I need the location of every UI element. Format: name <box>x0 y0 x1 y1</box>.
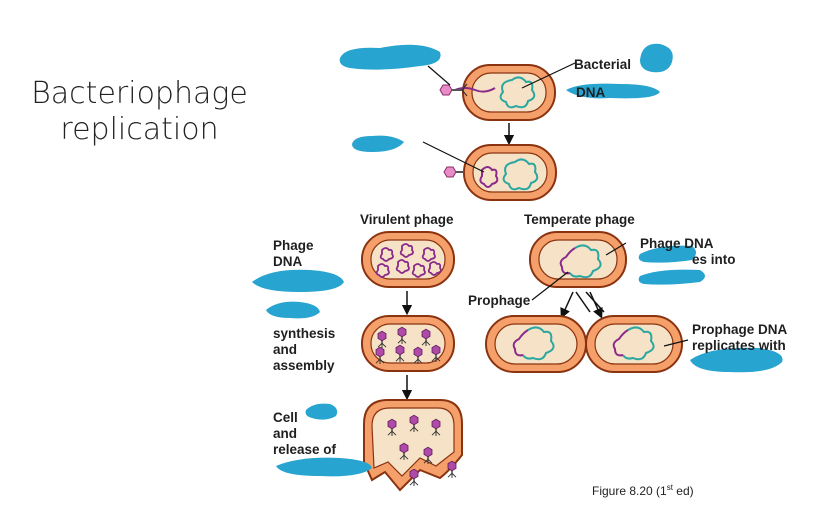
caption-text: Figure 8.20 (1 <box>592 484 667 498</box>
label-synthesis: synthesis <box>273 326 336 341</box>
label-bacterial: Bacterial <box>574 57 632 72</box>
label-and-2: and <box>273 426 298 441</box>
cell-infection <box>427 62 576 121</box>
cell-daughter-left <box>485 315 587 373</box>
caption-tail: ed) <box>672 484 694 498</box>
cell-temperate-integration <box>529 231 627 301</box>
caption-sup: st <box>666 483 673 492</box>
heading-virulent-phage: Virulent phage <box>360 212 454 227</box>
cell-virulent-dna <box>361 231 455 288</box>
label-dna-top: DNA <box>576 85 606 100</box>
label-release-of: release of <box>273 442 337 457</box>
label-prophage-dna: Prophage DNA <box>692 322 788 337</box>
label-phage-dna-right: Phage DNA <box>640 236 714 251</box>
label-and-1: and <box>273 342 298 357</box>
cell-daughter-right <box>585 315 689 373</box>
cell-lysis <box>363 399 463 492</box>
label-dna-left: DNA <box>273 254 303 269</box>
figure-caption: Figure 8.20 (1st ed) <box>592 483 694 498</box>
page-title: Bacteriophage replication <box>22 76 257 148</box>
label-assembly: assembly <box>273 358 335 373</box>
cell-virulent-assembly <box>361 315 455 372</box>
title-line-2: replication <box>60 112 219 147</box>
label-prophage: Prophage <box>468 293 531 308</box>
label-cell: Cell <box>273 410 298 425</box>
label-replicates-with: replicates with <box>692 338 786 353</box>
heading-temperate-phage: Temperate phage <box>524 212 635 227</box>
cell-phage-dna <box>422 141 557 201</box>
title-line-1: Bacteriophage <box>31 76 248 111</box>
redaction-marks <box>252 43 783 477</box>
label-phage: Phage <box>273 238 314 253</box>
label-es-into: es into <box>692 252 736 267</box>
